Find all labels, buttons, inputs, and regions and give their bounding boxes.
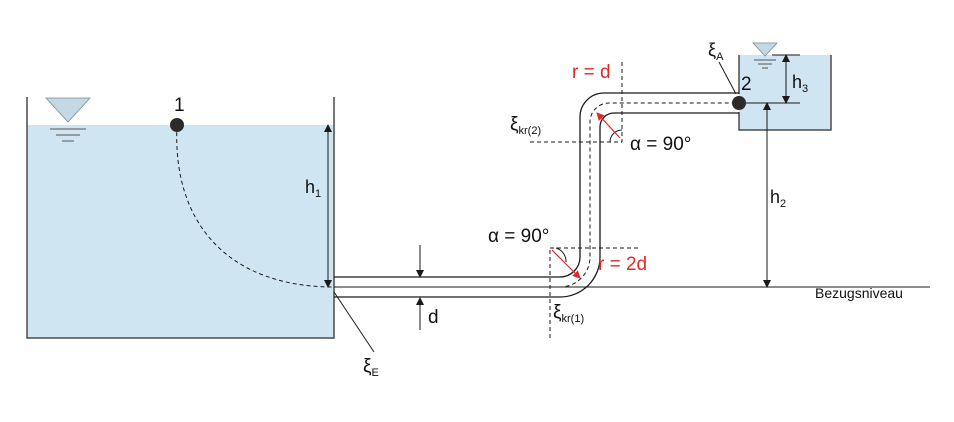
lower-bend-radius-label: r = 2d [598, 254, 647, 275]
pipe [334, 92, 739, 298]
loss-bend2-label: ξkr(2) [510, 114, 541, 137]
lower-bend-outer [559, 256, 601, 298]
upper-bend-outer [579, 92, 605, 118]
lower-bend-annotation: α = 90° r = 2d [488, 226, 647, 338]
loss-entry-label: ξE [363, 356, 379, 379]
upper-bend-radius-arrow [596, 112, 621, 139]
loss-entry: ξE [333, 291, 379, 379]
lower-bend-radius-arrow [551, 249, 581, 279]
loss-exit-leader [718, 61, 737, 95]
point-2: 2 [732, 74, 752, 110]
streamline [176, 102, 739, 288]
upper-reservoir [738, 55, 832, 131]
reference-level-label: Bezugsniveau [815, 285, 903, 301]
lower-bend-angle-arc [555, 247, 567, 263]
upper-bend-annotation: α = 90° r = d [530, 62, 691, 155]
loss-exit: ξA [708, 40, 737, 95]
lower-bend-inner [559, 256, 581, 278]
h1-label: h1 [305, 177, 321, 200]
upper-bend-inner [599, 112, 615, 128]
loss-bend1: ξkr(1) [553, 302, 584, 325]
loss-entry-leader [333, 291, 375, 353]
dimension-h2: h2 [763, 102, 786, 288]
triangle-icon [752, 42, 778, 57]
upper-bend-angle-arc [609, 129, 623, 143]
point-2-dot [732, 96, 746, 110]
h3-label: h3 [792, 72, 808, 95]
point-1: 1 [170, 95, 185, 132]
left-reservoir [26, 97, 335, 339]
point-2-label: 2 [741, 74, 752, 95]
triangle-icon [45, 97, 91, 123]
upper-reservoir-walls [738, 55, 832, 131]
left-reservoir-walls [26, 97, 335, 339]
lower-bend-angle-label: α = 90° [488, 226, 549, 247]
dimension-h1: h1 [305, 124, 332, 288]
left-reservoir-water [27, 125, 334, 338]
upper-bend-radius-label: r = d [572, 62, 611, 83]
h2-label: h2 [770, 187, 786, 210]
point-1-label: 1 [174, 95, 185, 116]
dimension-h3: h3 [746, 54, 808, 104]
upper-reservoir-water [739, 55, 831, 130]
upper-water-level-symbol [752, 42, 778, 69]
loss-exit-label: ξA [708, 40, 724, 63]
point-1-dot [170, 118, 184, 132]
dimension-d: d [416, 245, 439, 330]
loss-bend1-label: ξkr(1) [553, 302, 584, 325]
d-label: d [428, 307, 439, 328]
left-water-level-symbol [45, 97, 91, 142]
upper-bend-angle-label: α = 90° [630, 134, 691, 155]
loss-bend2: ξkr(2) [510, 114, 541, 137]
